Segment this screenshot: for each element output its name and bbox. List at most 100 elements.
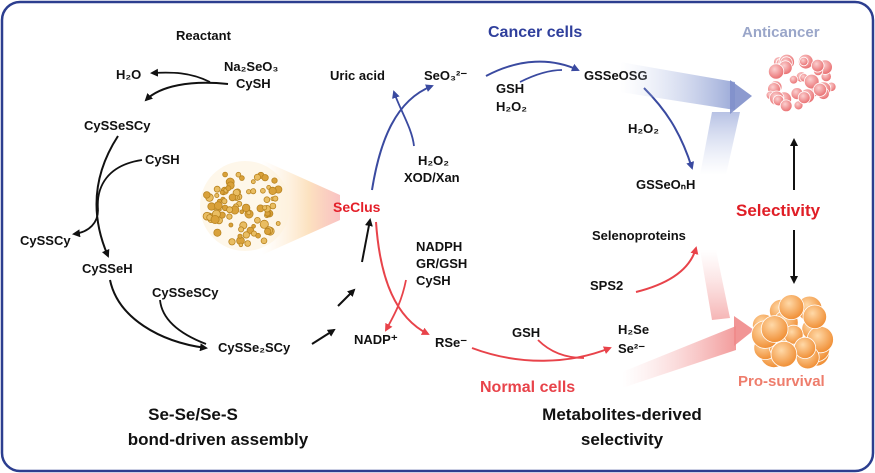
cell-shape bbox=[770, 340, 798, 368]
nanocluster-atom bbox=[226, 213, 233, 220]
cancer-cells-label: Cancer cells bbox=[488, 24, 582, 41]
nanocluster-atom bbox=[238, 242, 244, 248]
nanocluster-atom bbox=[225, 185, 232, 192]
dash-arrow-1 bbox=[311, 328, 336, 345]
arrow-to-cyssef bbox=[95, 135, 119, 258]
cancer-cell-cluster-image bbox=[765, 53, 837, 113]
caption-right-line1: Metabolites-derived bbox=[542, 405, 702, 424]
nanocluster-atom bbox=[253, 173, 261, 181]
caption-left-line1: Se-Se/Se-S bbox=[148, 405, 238, 424]
uric-acid-label: Uric acid bbox=[330, 68, 385, 83]
nanocluster-atom bbox=[213, 185, 221, 193]
arrow-to-cysseScy bbox=[144, 81, 229, 102]
nanocluster-atom bbox=[254, 217, 261, 224]
nanocluster-atom bbox=[210, 214, 220, 224]
cell-shape bbox=[797, 91, 811, 105]
cell-shape bbox=[760, 315, 789, 343]
nanocluster-atom bbox=[262, 205, 268, 211]
cyssef-label: CySSeH bbox=[82, 261, 133, 276]
cysse2scy-label: CySSe₂SCy bbox=[218, 340, 291, 355]
nanocluster-atom bbox=[241, 203, 251, 213]
normal-funnel-horizontal bbox=[622, 326, 736, 388]
arrow-to-cysse2scy bbox=[109, 279, 208, 352]
arrow-to-uric-acid bbox=[392, 90, 415, 147]
nanocluster-atom bbox=[260, 188, 266, 194]
gsh-input-curve bbox=[519, 69, 563, 83]
nanocluster-atom bbox=[242, 231, 250, 239]
arrow-to-selenoproteins bbox=[635, 246, 699, 293]
rse-label: RSe⁻ bbox=[435, 335, 467, 350]
nanocluster-atom bbox=[239, 209, 245, 215]
h2o2-top-label: H₂O₂ bbox=[496, 99, 527, 114]
nanocluster-image bbox=[200, 161, 290, 251]
se2-label: Se²⁻ bbox=[618, 341, 645, 356]
cell-shape bbox=[778, 294, 805, 321]
nanocluster-atom bbox=[207, 202, 216, 211]
healthy-cell-cluster-image bbox=[751, 294, 834, 370]
nanocluster-atom bbox=[268, 186, 277, 195]
nanocluster-atom bbox=[275, 221, 281, 226]
nadph-label: NADPH bbox=[416, 239, 462, 254]
nanocluster-atom bbox=[264, 227, 272, 235]
cysh-input-curve bbox=[96, 159, 143, 211]
cysscy-label: CySSCy bbox=[20, 233, 71, 248]
nanocluster-atom bbox=[263, 196, 271, 204]
cancer-funnel-tip bbox=[730, 80, 752, 114]
nanocluster-atom bbox=[228, 238, 236, 246]
nanocluster-atom bbox=[213, 228, 222, 237]
h2o2-xod-label: H₂O₂ bbox=[418, 153, 449, 168]
cell-shape bbox=[799, 56, 809, 67]
selenoproteins-label: Selenoproteins bbox=[592, 228, 686, 243]
gsseonh-label: GSSeOₙH bbox=[636, 177, 695, 192]
cell-shape bbox=[813, 82, 828, 97]
xod-xan-label: XOD/Xan bbox=[404, 170, 460, 185]
cysseScy-label: CySSeSCy bbox=[84, 118, 151, 133]
cell-shape bbox=[788, 74, 799, 85]
normal-funnel-vertical bbox=[700, 250, 730, 320]
cysh-mid-label: CySH bbox=[145, 152, 180, 167]
seo3-label: SeO₃²⁻ bbox=[424, 68, 467, 83]
nanocluster-atom bbox=[269, 202, 277, 210]
nanocluster-atom bbox=[244, 240, 252, 247]
caption-left-line2: bond-driven assembly bbox=[128, 430, 309, 449]
cell-shape bbox=[779, 99, 793, 113]
cysh-low-label: CySH bbox=[416, 273, 451, 288]
cell-shape bbox=[802, 304, 828, 330]
nanocluster-atom bbox=[228, 193, 237, 202]
h2se-label: H₂Se bbox=[618, 322, 649, 337]
arrow-to-nadp bbox=[385, 279, 407, 332]
na2seo3-label: Na₂SeO₃ bbox=[224, 59, 278, 74]
seclus-label: SeClus bbox=[333, 199, 381, 215]
selectivity-label: Selectivity bbox=[736, 201, 821, 220]
dash-arrow-3 bbox=[361, 218, 373, 263]
nanocluster-atom bbox=[235, 171, 242, 178]
pro-survival-label: Pro-survival bbox=[738, 373, 825, 390]
nanocluster-atom bbox=[226, 206, 234, 214]
cell-shape bbox=[793, 336, 817, 359]
arrow-to-cysscy bbox=[72, 209, 99, 238]
nanocluster-atom bbox=[238, 226, 245, 233]
nanocluster-atom bbox=[259, 219, 269, 229]
nanocluster-atom bbox=[271, 177, 278, 184]
arrow-to-h2o bbox=[150, 68, 211, 83]
arrow-seclus-to-rse bbox=[375, 221, 430, 335]
nanocluster-atom bbox=[261, 174, 269, 182]
cysseScy2-label: CySSeSCy bbox=[152, 285, 219, 300]
nanocluster-atom bbox=[219, 189, 225, 195]
nanocluster-atom bbox=[260, 237, 268, 245]
arrow-seclus-to-seo3 bbox=[371, 84, 434, 191]
nanocluster-atom bbox=[272, 195, 279, 202]
nanocluster-atom bbox=[222, 171, 228, 178]
nanocluster-atom bbox=[214, 201, 223, 210]
cysh-top-label: CySH bbox=[236, 76, 271, 91]
cancer-funnel-horizontal bbox=[620, 62, 735, 110]
nadp-label: NADP⁺ bbox=[354, 332, 398, 347]
cell-shape bbox=[767, 63, 785, 80]
nanocluster-atom bbox=[250, 188, 257, 195]
nanocluster-atom bbox=[251, 224, 256, 229]
nanocluster-atom bbox=[255, 232, 261, 239]
nanocluster-atom bbox=[203, 191, 211, 199]
nanocluster-atom bbox=[237, 233, 243, 239]
